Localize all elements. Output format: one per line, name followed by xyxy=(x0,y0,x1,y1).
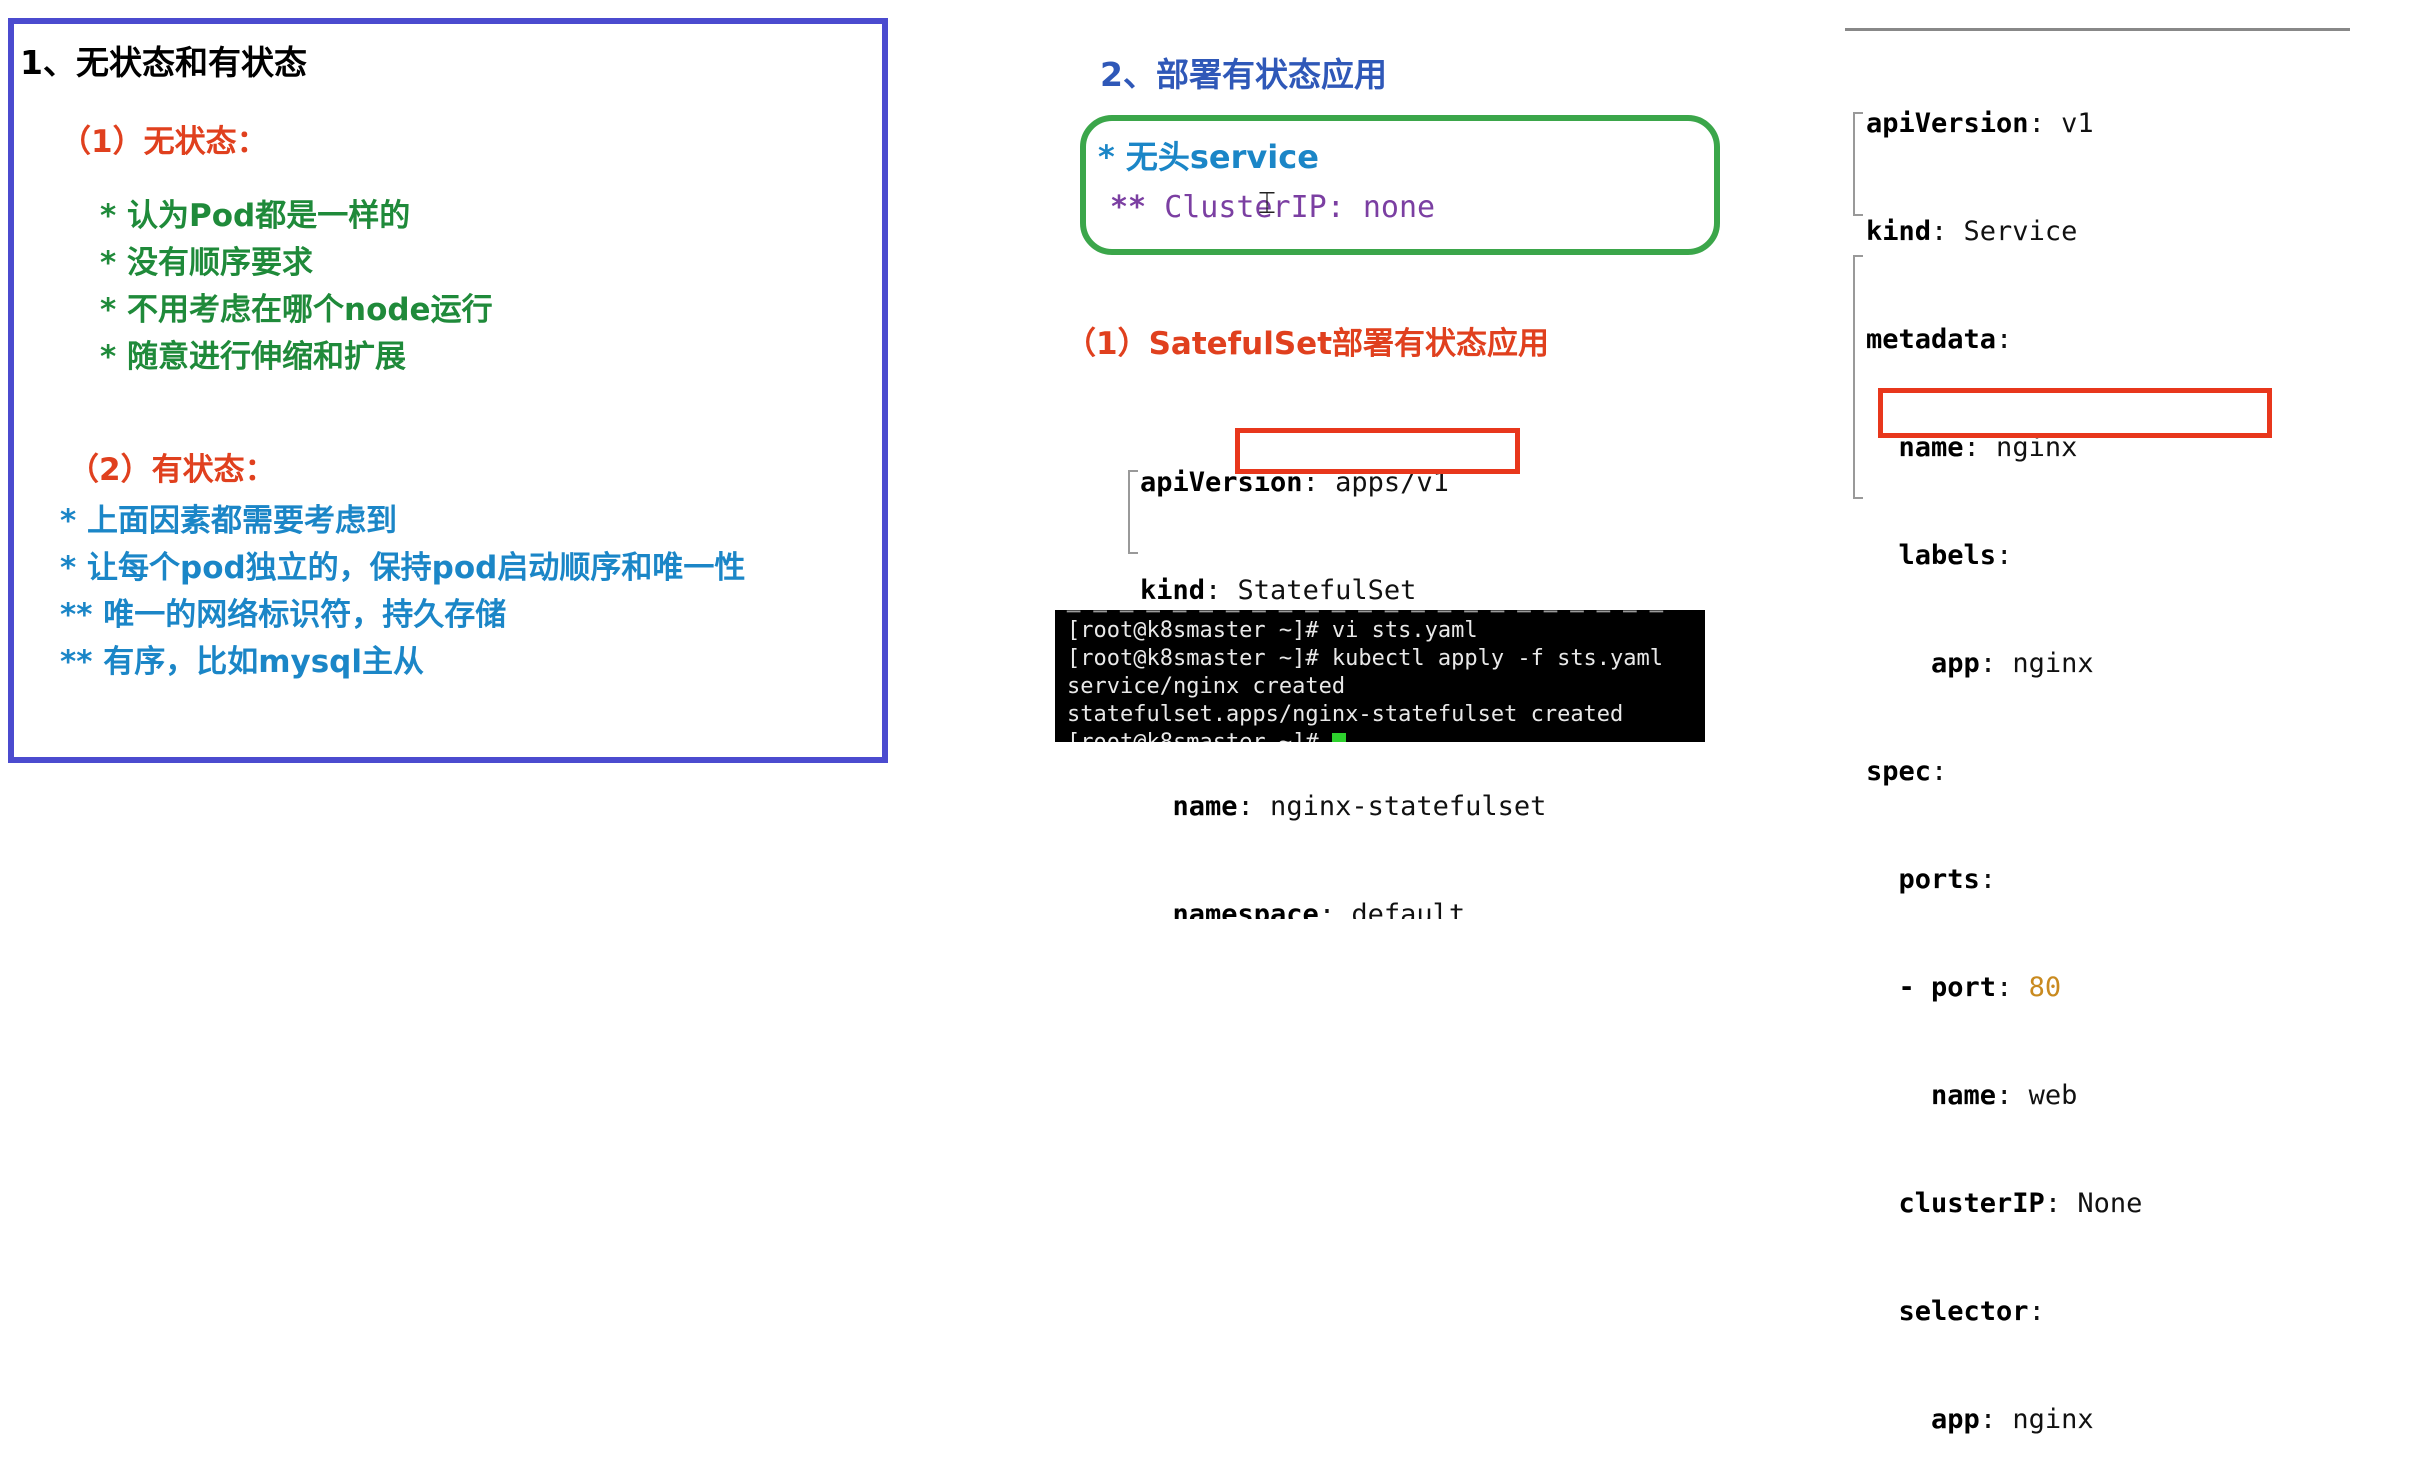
yaml-key: app xyxy=(1931,648,1980,679)
yaml-line: app: nginx xyxy=(1866,1402,2142,1438)
terminal-prompt-line: [root@k8smaster ~]# xyxy=(1067,730,1346,742)
yaml-value: : web xyxy=(1996,1080,2078,1111)
stateful-item: ** 唯一的网络标识符，持久存储 xyxy=(60,597,507,633)
terminal-cursor xyxy=(1331,733,1346,742)
yaml-line: apiVersion: v1 xyxy=(1866,106,2142,142)
yaml-value: : StatefulSet xyxy=(1205,575,1417,606)
section-title-stateless-stateful: 1、无状态和有状态 xyxy=(20,43,307,82)
yaml-value: : None xyxy=(2044,1188,2143,1219)
stateless-item: * 随意进行伸缩和扩展 xyxy=(100,339,407,375)
yaml-line: clusterIP: None xyxy=(1866,1186,2143,1222)
clusterip-value: : none xyxy=(1326,190,1436,225)
fold-marker-icon xyxy=(1128,470,1138,554)
yaml-line: name: nginx-statefulset xyxy=(1140,789,1547,825)
yaml-value: : xyxy=(1996,540,2013,571)
terminal-line: [root@k8smaster ~]# kubectl apply -f sts… xyxy=(1067,646,1664,671)
stateful-item: * 上面因素都需要考虑到 xyxy=(60,503,398,539)
yaml-key: app xyxy=(1931,1404,1980,1435)
stateless-item: * 不用考虑在哪个node运行 xyxy=(100,292,493,328)
terminal-line: service/nginx created xyxy=(1067,674,1346,699)
yaml-key: - port xyxy=(1898,972,1997,1003)
deploy-stateful-title: 2、部署有状态应用 xyxy=(1100,55,1387,94)
yaml-key: name xyxy=(1931,1080,1997,1111)
yaml-value: : nginx xyxy=(1979,648,2094,679)
yaml-line: namespace: default xyxy=(1140,897,1546,919)
yaml-line: app: nginx xyxy=(1866,646,2142,682)
yaml-line: kind: Service xyxy=(1866,214,2142,250)
yaml-value: : v1 xyxy=(2028,108,2094,139)
clusterip-key: ClusterIP xyxy=(1164,190,1327,225)
yaml-key: kind xyxy=(1140,575,1206,606)
terminal-line: statefulset.apps/nginx-statefulset creat… xyxy=(1067,702,1624,727)
yaml-line: labels: xyxy=(1866,538,2142,574)
yaml-number: 80 xyxy=(2028,972,2062,1003)
yaml-key: labels xyxy=(1898,540,1997,571)
yaml-line: spec: xyxy=(1866,754,2142,790)
stateful-item: * 让每个pod独立的，保持pod启动顺序和唯一性 xyxy=(60,550,746,586)
yaml-key: spec xyxy=(1866,756,1932,787)
terminal-prompt: [root@k8smaster ~]# xyxy=(1067,730,1332,742)
clusterip-prefix: ** xyxy=(1110,190,1165,225)
yaml-key: namespace xyxy=(1172,899,1319,919)
yaml-value: : default xyxy=(1318,899,1466,919)
terminal-line: [root@k8smaster ~]# vi sts.yaml xyxy=(1067,618,1478,643)
service-yaml: apiVersion: v1 kind: Service metadata: n… xyxy=(1866,34,2142,1474)
service-yaml-panel xyxy=(1845,28,2350,541)
clusterip-none-highlight xyxy=(1878,388,2272,438)
yaml-value: : xyxy=(1996,324,2013,355)
stateless-stateful-panel xyxy=(8,18,888,763)
fold-marker-icon xyxy=(1853,112,1863,216)
yaml-key: apiVersion xyxy=(1866,108,2029,139)
statefulset-kind-highlight xyxy=(1235,428,1520,474)
yaml-line: selector: xyxy=(1866,1294,2142,1330)
terminal-window[interactable]: ─ ─ ─ ─ ─ ─ ─ ─ ─ ─ ─ ─ ─ ─ ─ ─ ─ ─ ─ ─ … xyxy=(1055,610,1705,742)
yaml-value: : nginx-statefulset xyxy=(1237,791,1547,822)
yaml-key: clusterIP xyxy=(1898,1188,2045,1219)
yaml-key: metadata xyxy=(1866,324,1997,355)
yaml-key: ports xyxy=(1898,864,1980,895)
clusterip-none-line: ** ClusterIP: none xyxy=(1110,190,1435,225)
yaml-value: : xyxy=(2028,1296,2045,1327)
fold-marker-icon xyxy=(1853,255,1863,499)
stateless-item: * 没有顺序要求 xyxy=(100,245,314,281)
stateless-item: * 认为Pod都是一样的 xyxy=(100,198,411,234)
yaml-line: metadata: xyxy=(1866,322,2142,358)
stateful-heading: （2）有状态： xyxy=(68,452,276,488)
yaml-key: selector xyxy=(1898,1296,2029,1327)
yaml-line: kind: StatefulSet xyxy=(1140,573,1546,609)
yaml-value: : xyxy=(1996,972,2029,1003)
yaml-key: name xyxy=(1172,791,1238,822)
yaml-value: : xyxy=(1931,756,1948,787)
headless-service-line: * 无头service xyxy=(1098,138,1319,176)
stateless-heading: （1）无状态： xyxy=(60,124,268,160)
yaml-line: name: web xyxy=(1866,1078,2142,1114)
mouse-cursor-icon: ⌶ xyxy=(1258,186,1276,221)
yaml-value: : nginx xyxy=(1979,1404,2094,1435)
yaml-value: : Service xyxy=(1931,216,2078,247)
yaml-key: kind xyxy=(1866,216,1932,247)
stateful-item: ** 有序，比如mysql主从 xyxy=(60,644,424,680)
statefulset-section-title: （1）SatefulSet部署有状态应用 xyxy=(1065,326,1550,362)
yaml-line: - port: 80 xyxy=(1866,970,2142,1006)
headless-service-box xyxy=(1080,115,1720,255)
yaml-value: : xyxy=(1979,864,1997,895)
yaml-line: ports: xyxy=(1866,862,2142,898)
terminal-line-partial: ─ ─ ─ ─ ─ ─ ─ ─ ─ ─ ─ ─ ─ ─ ─ ─ ─ ─ ─ ─ … xyxy=(1067,610,1664,625)
